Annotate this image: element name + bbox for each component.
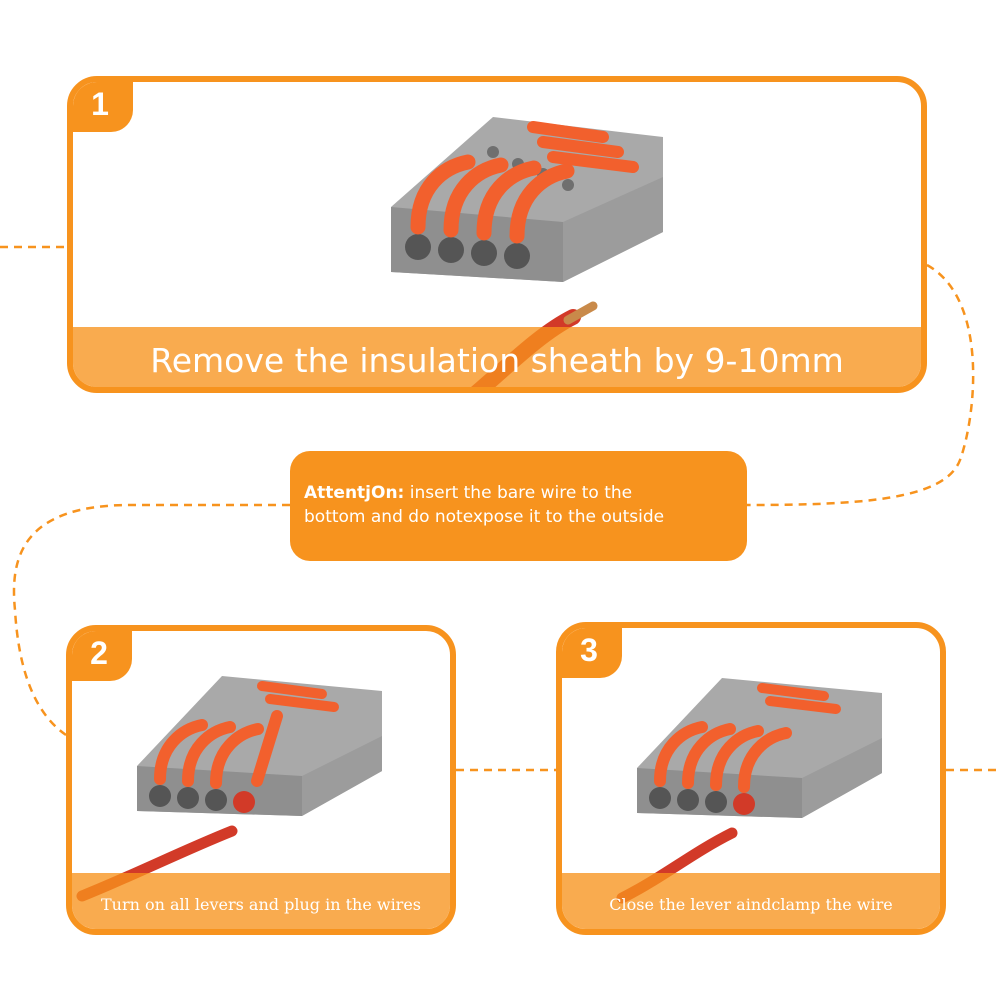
step-2-panel: 2 Turn on all levers and plug in the wir… — [66, 625, 456, 935]
step-badge: 3 — [562, 628, 622, 678]
attention-text-2: bottom and do notexpose it to the outsid… — [304, 507, 665, 527]
attention-text-1: insert the bare wire to the — [409, 483, 633, 503]
lever-connector-illustration — [391, 117, 663, 387]
step-badge: 2 — [72, 631, 132, 681]
step-badge: 1 — [73, 82, 133, 132]
lever-connector-closed-illustration — [616, 678, 882, 904]
step-3-panel: 3 Close the lever aindclamp the wire — [556, 622, 946, 935]
step-caption: Turn on all levers and plug in the wires — [72, 873, 450, 929]
step-caption: Close the lever aindclamp the wire — [562, 873, 940, 929]
attention-line-1: AttentjOn: insert the bare wire to the — [304, 481, 747, 505]
step-caption: Remove the insulation sheath by 9-10mm — [73, 327, 921, 387]
attention-label: AttentjOn: — [304, 483, 405, 503]
lever-connector-open-illustration — [76, 676, 382, 902]
step-1-panel: 1 Remove the insulation sheath by 9-10mm — [67, 76, 927, 393]
attention-box: AttentjOn: insert the bare wire to the b… — [290, 451, 747, 561]
